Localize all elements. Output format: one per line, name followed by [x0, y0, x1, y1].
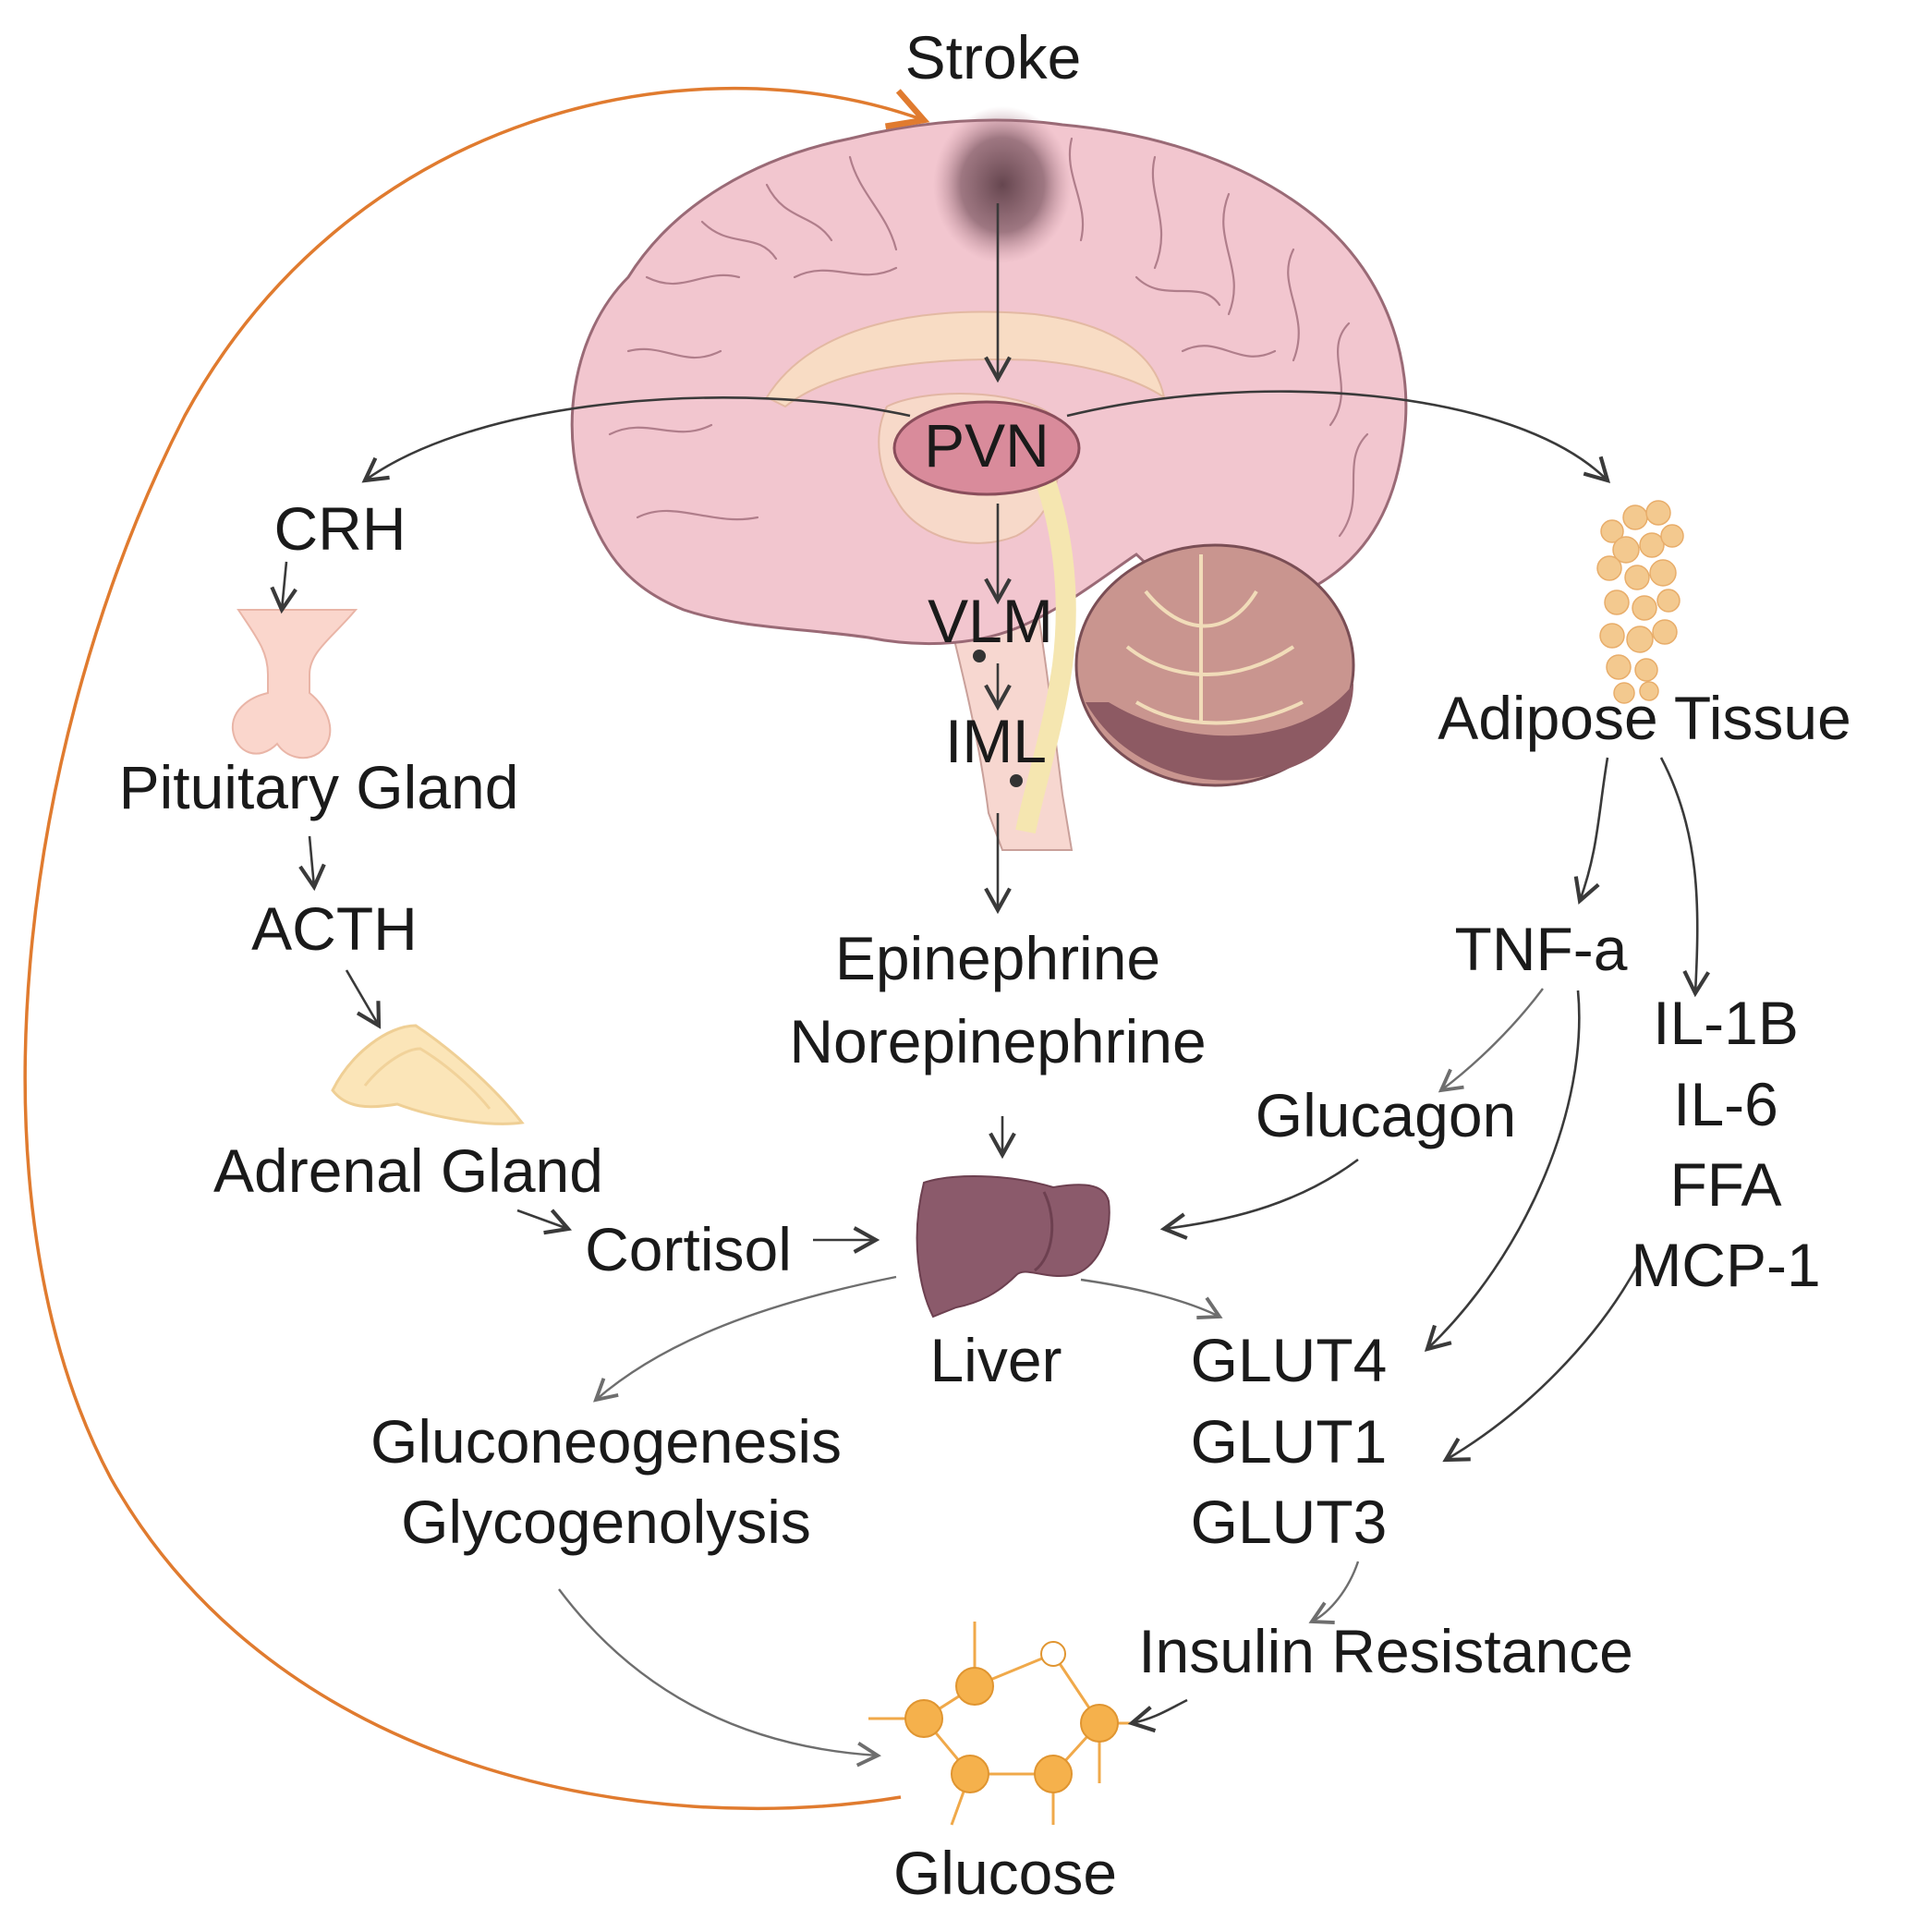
label-stroke: Stroke — [905, 23, 1082, 91]
label-iml: IML — [945, 707, 1047, 775]
label-glut4: GLUT4 — [1191, 1326, 1388, 1394]
label-mcp1: MCP-1 — [1631, 1231, 1820, 1299]
pathway-arrows — [270, 203, 1710, 1768]
label-pituitary: Pituitary Gland — [119, 753, 519, 821]
label-il1b: IL-1B — [1653, 989, 1799, 1057]
label-glut3: GLUT3 — [1191, 1488, 1388, 1556]
label-insulin-resistance: Insulin Resistance — [1138, 1617, 1633, 1685]
cerebellum — [1074, 543, 1355, 787]
adipose-icon — [1596, 500, 1684, 704]
label-glut1: GLUT1 — [1191, 1407, 1388, 1476]
label-acth: ACTH — [251, 894, 418, 963]
label-adipose: Adipose Tissue — [1438, 684, 1851, 752]
label-vlm: VLM — [928, 587, 1053, 655]
label-glucose: Glucose — [893, 1839, 1117, 1907]
diagram-labels: Stroke PVN CRH Pituitary Gland ACTH Adre… — [119, 23, 1851, 1907]
glucose-to-stroke-feedback-arrow — [23, 86, 930, 1811]
label-cortisol: Cortisol — [585, 1215, 792, 1283]
label-norepinephrine: Norepinephrine — [789, 1007, 1206, 1075]
label-pvn: PVN — [924, 411, 1050, 480]
label-liver: Liver — [929, 1326, 1062, 1394]
label-gluconeogenesis: Gluconeogenesis — [370, 1407, 842, 1476]
label-ffa: FFA — [1669, 1150, 1781, 1219]
label-il6: IL-6 — [1673, 1070, 1778, 1138]
stroke-lesion — [933, 106, 1072, 263]
label-glucagon: Glucagon — [1256, 1081, 1517, 1149]
adrenal-icon — [331, 1024, 525, 1125]
label-crh: CRH — [274, 494, 406, 563]
pituitary-icon — [231, 609, 358, 759]
label-adrenal: Adrenal Gland — [213, 1136, 603, 1205]
pvn-nucleus — [892, 400, 1081, 496]
label-epinephrine: Epinephrine — [835, 924, 1160, 992]
glucose-molecule-icon — [868, 1622, 1136, 1826]
label-glycogenolysis: Glycogenolysis — [401, 1488, 811, 1556]
label-tnfa: TNF-a — [1455, 915, 1628, 983]
liver-icon — [916, 1175, 1110, 1318]
